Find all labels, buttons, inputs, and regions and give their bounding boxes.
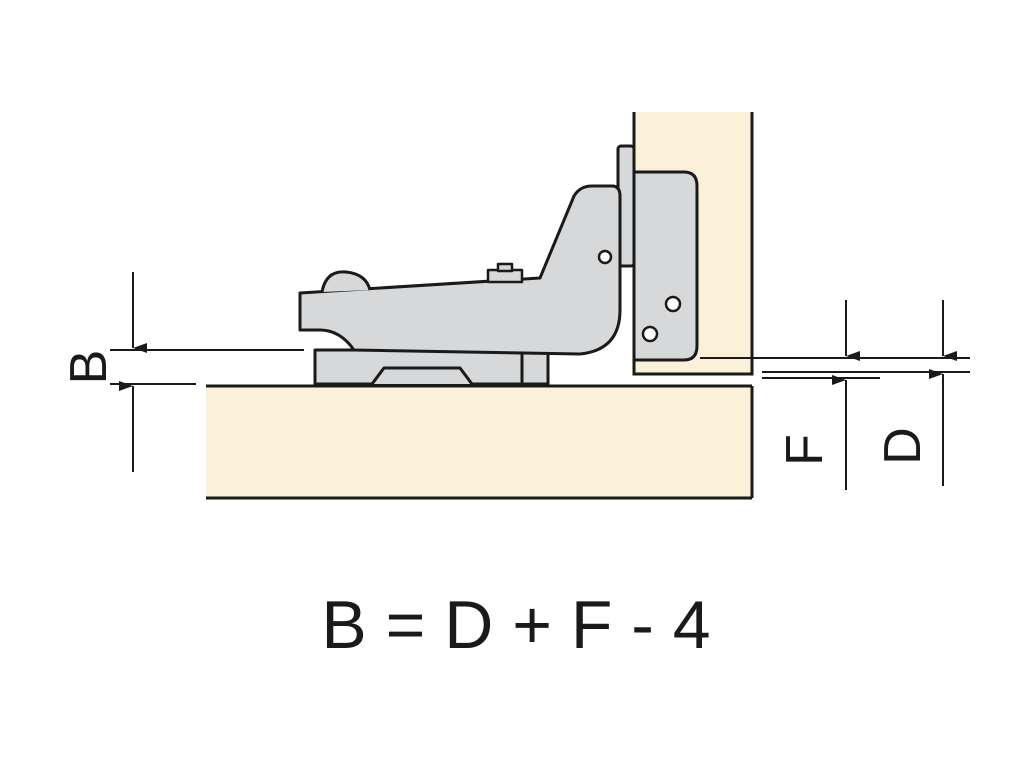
hinge-knob <box>320 270 372 293</box>
mounting-plate <box>632 170 699 362</box>
label-d: D <box>874 427 932 465</box>
dimension-f-d <box>700 300 970 490</box>
screw-hole <box>664 295 682 313</box>
dimension-b <box>110 272 304 472</box>
hinge <box>298 144 699 386</box>
formula: B = D + F - 4 <box>321 587 710 663</box>
label-f: F <box>776 434 834 466</box>
screw-hole <box>597 249 613 265</box>
door-panel <box>206 384 754 500</box>
label-b: B <box>60 350 118 385</box>
screw-hole <box>641 325 659 343</box>
hinge-arm <box>298 184 622 356</box>
